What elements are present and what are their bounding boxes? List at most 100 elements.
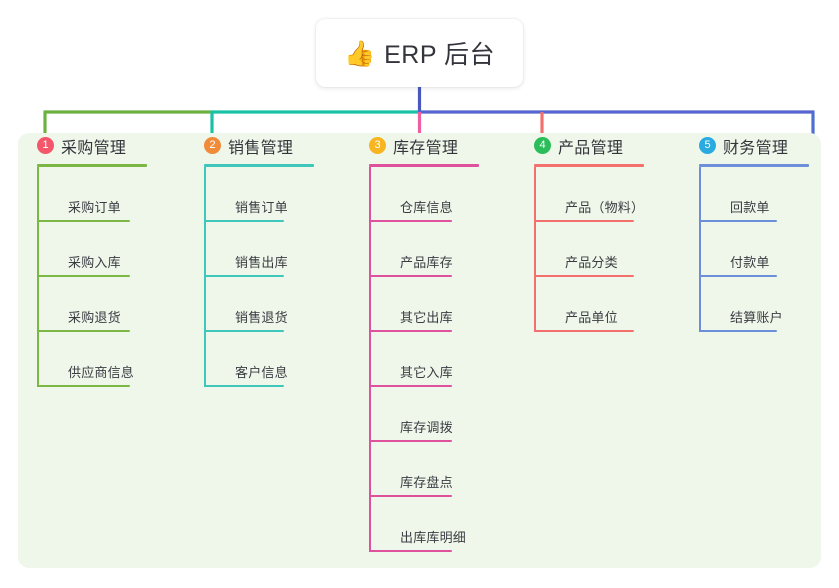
leaf-item[interactable]: 其它出库 bbox=[369, 277, 479, 332]
root-node[interactable]: 👍 ERP 后台 bbox=[316, 19, 523, 87]
branch-column-4: 4 产品管理产品（物料） 产品分类产品单位 bbox=[534, 133, 644, 332]
leaf-item[interactable]: 采购退货 bbox=[37, 277, 147, 332]
leaf-item[interactable]: 采购入库 bbox=[37, 222, 147, 277]
leaf-item[interactable]: 库存盘点 bbox=[369, 442, 479, 497]
branch-header-4[interactable]: 4 产品管理 bbox=[534, 133, 644, 158]
leaf-item-rule bbox=[534, 330, 634, 332]
branches-panel: 1 采购管理采购订单采购入库采购退货供应商信息 2 销售管理销售订单销售出库销售退货客… bbox=[18, 133, 821, 568]
branch-title-2: 销售管理 bbox=[228, 139, 294, 157]
leaf-item[interactable]: 回款单 bbox=[699, 167, 809, 222]
leaf-item-rule bbox=[534, 220, 634, 222]
branch-column-3: 3 库存管理仓库信息产品库存其它出库其它入库库存调拨库存盘点出库库明细 bbox=[369, 133, 479, 552]
leaf-item[interactable]: 产品库存 bbox=[369, 222, 479, 277]
leaf-item-rule bbox=[37, 385, 130, 387]
leaf-item-rule bbox=[369, 330, 452, 332]
leaf-item-rule bbox=[204, 220, 284, 222]
branch-spine-5 bbox=[699, 167, 701, 332]
leaf-item-rule bbox=[699, 220, 777, 222]
branch-header-rule-3 bbox=[369, 164, 479, 167]
branch-title-1: 采购管理 bbox=[61, 139, 127, 157]
branch-badge-2: 2 bbox=[204, 137, 221, 154]
leaf-item-label: 产品库存 bbox=[400, 255, 453, 270]
leaf-item-label: 产品（物料） bbox=[565, 200, 645, 215]
branch-spine-4 bbox=[534, 167, 536, 332]
leaf-item-rule bbox=[699, 330, 777, 332]
leaf-item-rule bbox=[369, 385, 452, 387]
leaf-item-rule bbox=[699, 275, 777, 277]
leaf-item-rule bbox=[204, 275, 284, 277]
branch-items-4: 产品（物料） 产品分类产品单位 bbox=[534, 167, 644, 332]
leaf-item-label: 付款单 bbox=[730, 255, 770, 270]
branch-badge-4: 4 bbox=[534, 137, 551, 154]
branch-header-rule-5 bbox=[699, 164, 809, 167]
leaf-item-label: 其它出库 bbox=[400, 310, 453, 325]
branch-column-1: 1 采购管理采购订单采购入库采购退货供应商信息 bbox=[37, 133, 147, 387]
leaf-item-label: 销售出库 bbox=[235, 255, 288, 270]
leaf-item[interactable]: 销售出库 bbox=[204, 222, 314, 277]
leaf-item-label: 库存调拨 bbox=[400, 420, 453, 435]
leaf-item-rule bbox=[369, 220, 452, 222]
branch-items-2: 销售订单销售出库销售退货客户信息 bbox=[204, 167, 314, 387]
branch-header-rule-1 bbox=[37, 164, 147, 167]
branch-header-rule-4 bbox=[534, 164, 644, 167]
leaf-item-rule bbox=[369, 275, 452, 277]
branch-header-1[interactable]: 1 采购管理 bbox=[37, 133, 147, 158]
leaf-item-label: 产品分类 bbox=[565, 255, 618, 270]
leaf-item-label: 结算账户 bbox=[730, 310, 783, 325]
leaf-item-label: 采购退货 bbox=[68, 310, 121, 325]
leaf-item-label: 销售退货 bbox=[235, 310, 288, 325]
branch-header-5[interactable]: 5 财务管理 bbox=[699, 133, 809, 158]
leaf-item-label: 产品单位 bbox=[565, 310, 618, 325]
leaf-item-label: 销售订单 bbox=[235, 200, 288, 215]
leaf-item[interactable]: 库存调拨 bbox=[369, 387, 479, 442]
branch-column-2: 2 销售管理销售订单销售出库销售退货客户信息 bbox=[204, 133, 314, 387]
leaf-item-label: 采购入库 bbox=[68, 255, 121, 270]
branch-title-3: 库存管理 bbox=[393, 139, 459, 157]
leaf-item-rule bbox=[369, 440, 452, 442]
branch-items-3: 仓库信息产品库存其它出库其它入库库存调拨库存盘点出库库明细 bbox=[369, 167, 479, 552]
branch-items-1: 采购订单采购入库采购退货供应商信息 bbox=[37, 167, 147, 387]
branch-header-2[interactable]: 2 销售管理 bbox=[204, 133, 314, 158]
leaf-item[interactable]: 其它入库 bbox=[369, 332, 479, 387]
leaf-item-rule bbox=[204, 385, 284, 387]
branch-header-rule-2 bbox=[204, 164, 314, 167]
thumbs-up-icon: 👍 bbox=[343, 39, 376, 68]
leaf-item[interactable]: 销售订单 bbox=[204, 167, 314, 222]
leaf-item-label: 客户信息 bbox=[235, 365, 288, 380]
leaf-item[interactable]: 采购订单 bbox=[37, 167, 147, 222]
leaf-item[interactable]: 仓库信息 bbox=[369, 167, 479, 222]
leaf-item[interactable]: 销售退货 bbox=[204, 277, 314, 332]
leaf-item[interactable]: 产品（物料） bbox=[534, 167, 644, 222]
leaf-item[interactable]: 供应商信息 bbox=[37, 332, 147, 387]
leaf-item[interactable]: 付款单 bbox=[699, 222, 809, 277]
leaf-item-label: 库存盘点 bbox=[400, 475, 453, 490]
branch-title-5: 财务管理 bbox=[723, 139, 789, 157]
leaf-item[interactable]: 客户信息 bbox=[204, 332, 314, 387]
leaf-item-rule bbox=[534, 275, 634, 277]
branch-badge-3: 3 bbox=[369, 137, 386, 154]
branch-spine-1 bbox=[37, 167, 39, 387]
leaf-item-rule bbox=[369, 495, 452, 497]
branch-header-3[interactable]: 3 库存管理 bbox=[369, 133, 479, 158]
leaf-item[interactable]: 产品单位 bbox=[534, 277, 644, 332]
leaf-item[interactable]: 结算账户 bbox=[699, 277, 809, 332]
leaf-item[interactable]: 产品分类 bbox=[534, 222, 644, 277]
leaf-item-label: 仓库信息 bbox=[400, 200, 453, 215]
branch-title-4: 产品管理 bbox=[558, 139, 624, 157]
leaf-item-label: 采购订单 bbox=[68, 200, 121, 215]
root-title: ERP 后台 bbox=[384, 41, 496, 69]
branch-badge-1: 1 bbox=[37, 137, 54, 154]
leaf-item-rule bbox=[204, 330, 284, 332]
leaf-item-rule bbox=[369, 550, 452, 552]
leaf-item-rule bbox=[37, 330, 130, 332]
leaf-item-rule bbox=[37, 220, 130, 222]
leaf-item-label: 回款单 bbox=[730, 200, 770, 215]
leaf-item[interactable]: 出库库明细 bbox=[369, 497, 479, 552]
leaf-item-rule bbox=[37, 275, 130, 277]
branch-badge-5: 5 bbox=[699, 137, 716, 154]
branch-spine-3 bbox=[369, 167, 371, 552]
branch-spine-2 bbox=[204, 167, 206, 387]
branch-items-5: 回款单付款单结算账户 bbox=[699, 167, 809, 332]
leaf-item-label: 出库库明细 bbox=[400, 530, 467, 545]
